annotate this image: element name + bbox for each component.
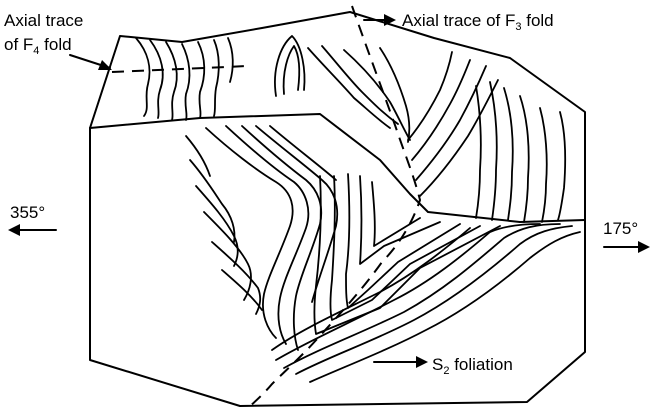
f4-trace <box>136 38 150 116</box>
front-hook-folds <box>272 174 580 382</box>
arrows <box>8 14 650 368</box>
dir-right-arrowhead <box>638 241 650 253</box>
dir-right-label: 175° <box>603 219 638 238</box>
hook-line <box>372 182 420 246</box>
fold-line <box>212 242 260 314</box>
fold-line <box>242 126 321 350</box>
fold-line <box>222 270 262 310</box>
s2-label: S2 foliation <box>432 355 513 377</box>
f3-line <box>476 86 481 218</box>
f3-label: Axial trace of F3 fold <box>402 11 554 33</box>
f3-line <box>490 82 497 220</box>
f3-line <box>420 80 498 196</box>
f4-trace <box>166 42 177 120</box>
hook-line <box>296 226 572 374</box>
fold-line <box>256 126 337 302</box>
f4-fold-traces <box>136 38 233 120</box>
f3-line <box>504 88 513 220</box>
block-front-edge <box>90 114 585 222</box>
f3-line <box>558 112 565 220</box>
f4-label-line1: Axial trace <box>4 11 83 30</box>
f4-label-line2: of F4 fold <box>4 35 72 57</box>
f4-trace <box>182 44 189 120</box>
f3-line <box>344 50 410 140</box>
f3-line <box>520 96 529 222</box>
f4-trace <box>150 40 163 118</box>
f3-axial-trace <box>244 6 420 409</box>
f3-line <box>540 108 547 222</box>
f3-line <box>408 52 452 140</box>
fold-line <box>308 48 390 128</box>
fold-line <box>190 160 235 242</box>
dir-left-arrowhead <box>8 224 20 236</box>
hinge-line <box>275 36 305 96</box>
dir-left-label: 355° <box>10 203 45 222</box>
f4-axial-trace <box>112 66 248 72</box>
front-left-folds <box>186 136 262 314</box>
hinge-line <box>284 46 300 94</box>
front-main-folds <box>206 126 337 350</box>
f4-trace <box>198 42 204 118</box>
s2-label-arrowhead <box>416 356 428 368</box>
f4-trace <box>228 38 233 82</box>
f4-trace <box>214 40 219 116</box>
